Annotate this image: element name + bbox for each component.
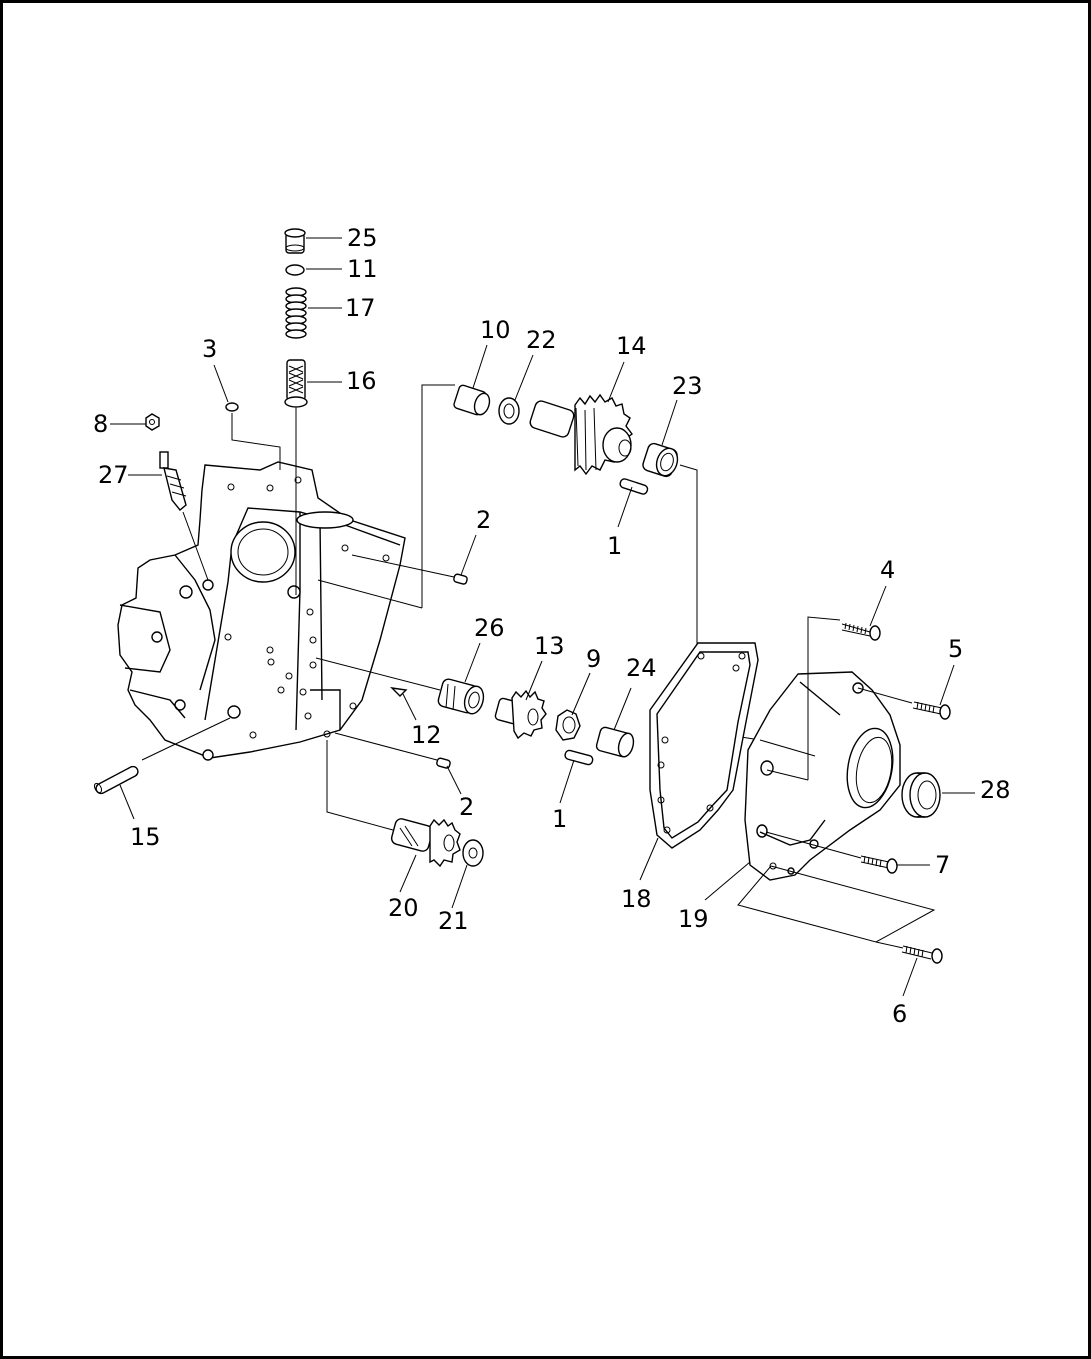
callout-17: 17 (345, 294, 376, 322)
callout-27: 27 (98, 461, 129, 489)
o-ring-11 (285, 264, 305, 276)
leader-20-axis (326, 740, 394, 831)
pin-1-lower (564, 749, 594, 766)
callout-28: 28 (980, 776, 1011, 804)
callout-4: 4 (880, 556, 895, 584)
seal-28 (901, 772, 941, 818)
gear-shaft-14 (529, 393, 633, 476)
washer-22 (498, 397, 520, 425)
callout-14: 14 (616, 332, 647, 360)
washer-21 (462, 839, 484, 867)
callout-13: 13 (534, 632, 565, 660)
dowel-2-lower (436, 757, 451, 769)
cover-axis (759, 739, 816, 757)
key-12 (390, 687, 408, 697)
screw-4 (841, 622, 881, 641)
callout-1-lower: 1 (552, 805, 567, 833)
callout-2-lower: 2 (459, 793, 474, 821)
callout-16: 16 (346, 367, 377, 395)
crankcase-housing (117, 461, 406, 761)
callout-11: 11 (347, 255, 378, 283)
callout-9: 9 (586, 645, 601, 673)
screw-6 (901, 945, 943, 964)
callout-25: 25 (347, 224, 378, 252)
callout-10: 10 (480, 316, 511, 344)
bearing-10 (453, 384, 491, 416)
callout-21: 21 (438, 907, 469, 935)
callout-3: 3 (202, 335, 217, 363)
gear-shaft-20 (390, 818, 461, 868)
callout-2-upper: 2 (476, 506, 491, 534)
leader-3-axis (231, 413, 281, 470)
callout-26: 26 (474, 614, 505, 642)
bearing-26 (437, 678, 485, 715)
leader-4-axis (807, 616, 841, 780)
callout-6: 6 (892, 1000, 907, 1028)
screen-filter-16 (284, 359, 308, 408)
callout-labels: 25 11 17 16 3 8 27 10 22 14 23 1 2 26 13… (93, 224, 1011, 1028)
dowel-2-upper (453, 573, 468, 585)
callout-23: 23 (672, 372, 703, 400)
nut-8 (145, 413, 160, 431)
screw-5 (912, 701, 951, 720)
cover-19 (744, 671, 901, 881)
spring-17 (285, 287, 307, 339)
gasket-18 (649, 642, 759, 849)
leader-27-axis (182, 511, 209, 581)
screw-7 (860, 855, 898, 874)
callout-15: 15 (130, 823, 161, 851)
callout-22: 22 (526, 326, 557, 354)
callout-19: 19 (678, 905, 709, 933)
pin-1-upper (619, 478, 649, 495)
callout-20: 20 (388, 894, 419, 922)
plug-25 (284, 228, 306, 254)
callout-12: 12 (411, 721, 442, 749)
callout-24: 24 (626, 654, 657, 682)
callout-5: 5 (948, 635, 963, 663)
callout-8: 8 (93, 410, 108, 438)
nut-9 (555, 709, 581, 741)
callout-7: 7 (935, 851, 950, 879)
sleeve-24 (595, 726, 635, 758)
callout-18: 18 (621, 885, 652, 913)
sensor-27 (159, 451, 187, 511)
callout-1-upper: 1 (607, 532, 622, 560)
housing-axis-upper (317, 579, 423, 609)
dowel-pin-15 (93, 765, 139, 795)
bearing-23 (642, 442, 679, 478)
gear-13 (494, 689, 547, 740)
leader-10-axis (421, 384, 455, 608)
plug-3 (225, 402, 239, 412)
leader-lines (110, 237, 975, 997)
